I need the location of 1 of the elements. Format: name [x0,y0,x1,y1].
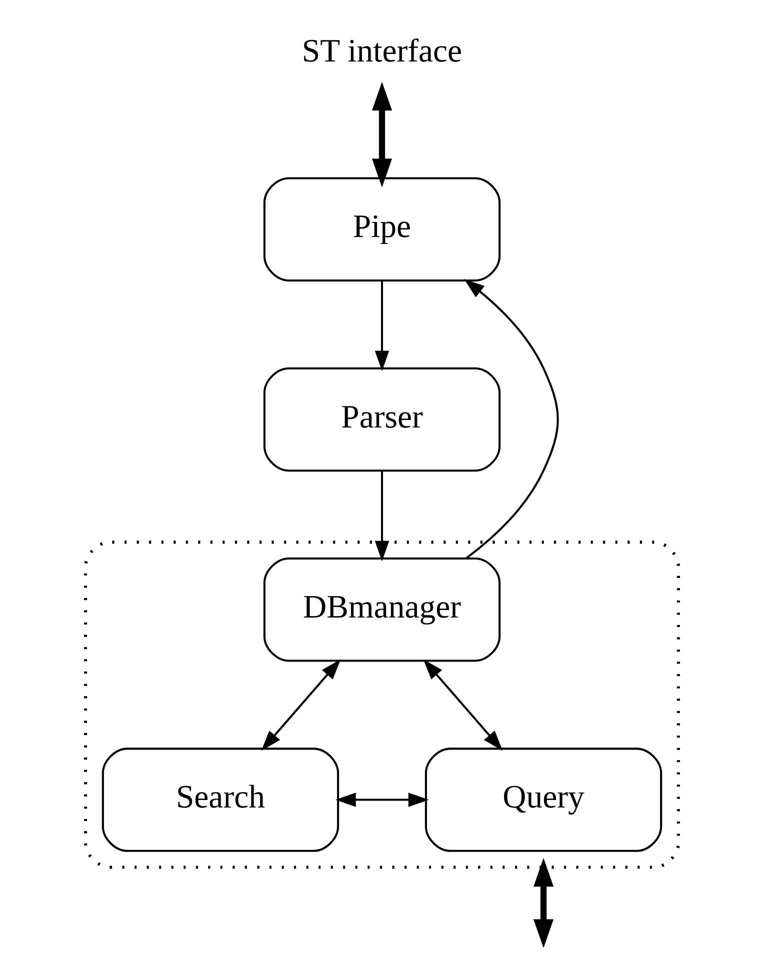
node-text: ST interface [302,33,462,70]
